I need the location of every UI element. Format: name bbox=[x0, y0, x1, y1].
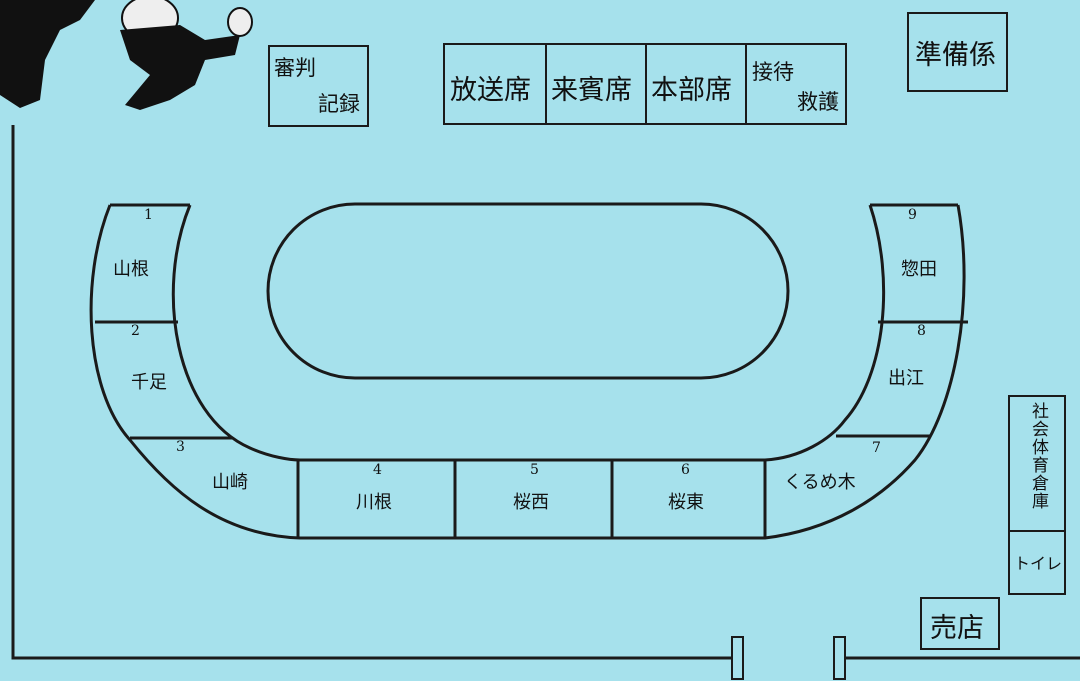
aid-label: 救護 bbox=[797, 90, 839, 114]
shop-label: 売店 bbox=[930, 613, 984, 644]
child-hand bbox=[227, 7, 253, 37]
section-2-number: 2 bbox=[131, 323, 140, 339]
shop-booth bbox=[920, 597, 1000, 650]
section-5-name: 桜西 bbox=[513, 492, 549, 513]
section-2-name: 千足 bbox=[131, 372, 167, 393]
broadcast-label: 放送席 bbox=[450, 75, 531, 106]
guest-label: 来賓席 bbox=[551, 75, 632, 106]
section-8-number: 8 bbox=[917, 323, 926, 339]
reception-aid-booth bbox=[745, 43, 847, 125]
section-9-number: 9 bbox=[908, 207, 917, 223]
section-1-number: 1 bbox=[144, 207, 153, 223]
storage-label: 社会体育倉庫 bbox=[1028, 402, 1048, 510]
seating-inner-boundary bbox=[171, 204, 886, 462]
gate-post-right bbox=[833, 636, 846, 680]
section-7-number: 7 bbox=[872, 440, 881, 456]
reception-label: 接待 bbox=[752, 60, 794, 84]
section-1-name: 山根 bbox=[113, 259, 149, 280]
child-figure-right bbox=[120, 25, 240, 110]
prep-booth bbox=[907, 12, 1008, 92]
section-4-number: 4 bbox=[373, 462, 382, 478]
judge-record-booth bbox=[268, 45, 369, 127]
section-3-name: 山崎 bbox=[212, 472, 248, 493]
storage-building bbox=[1008, 395, 1066, 595]
hq-label: 本部席 bbox=[651, 75, 732, 106]
section-8-name: 出江 bbox=[888, 368, 924, 389]
section-6-number: 6 bbox=[681, 462, 690, 478]
gate-post-left bbox=[731, 636, 744, 680]
toilet-divider bbox=[1008, 530, 1066, 532]
seating-outer-boundary bbox=[89, 204, 966, 540]
prep-label: 準備係 bbox=[915, 40, 996, 71]
section-5-number: 5 bbox=[530, 462, 539, 478]
judge-label: 審判 bbox=[274, 56, 316, 80]
section-4-name: 川根 bbox=[356, 492, 392, 513]
section-9-name: 惣田 bbox=[901, 259, 937, 280]
running-children-illustration bbox=[0, 0, 253, 110]
outer-boundary bbox=[11, 125, 1080, 660]
section-7-name: くるめ木 bbox=[784, 472, 856, 493]
section-3-number: 3 bbox=[176, 439, 185, 455]
record-label: 記録 bbox=[318, 92, 360, 116]
child-figure-left bbox=[0, 0, 95, 108]
section-6-name: 桜東 bbox=[668, 492, 704, 513]
inner-track bbox=[266, 202, 790, 380]
toilet-label: トイレ bbox=[1014, 554, 1063, 573]
